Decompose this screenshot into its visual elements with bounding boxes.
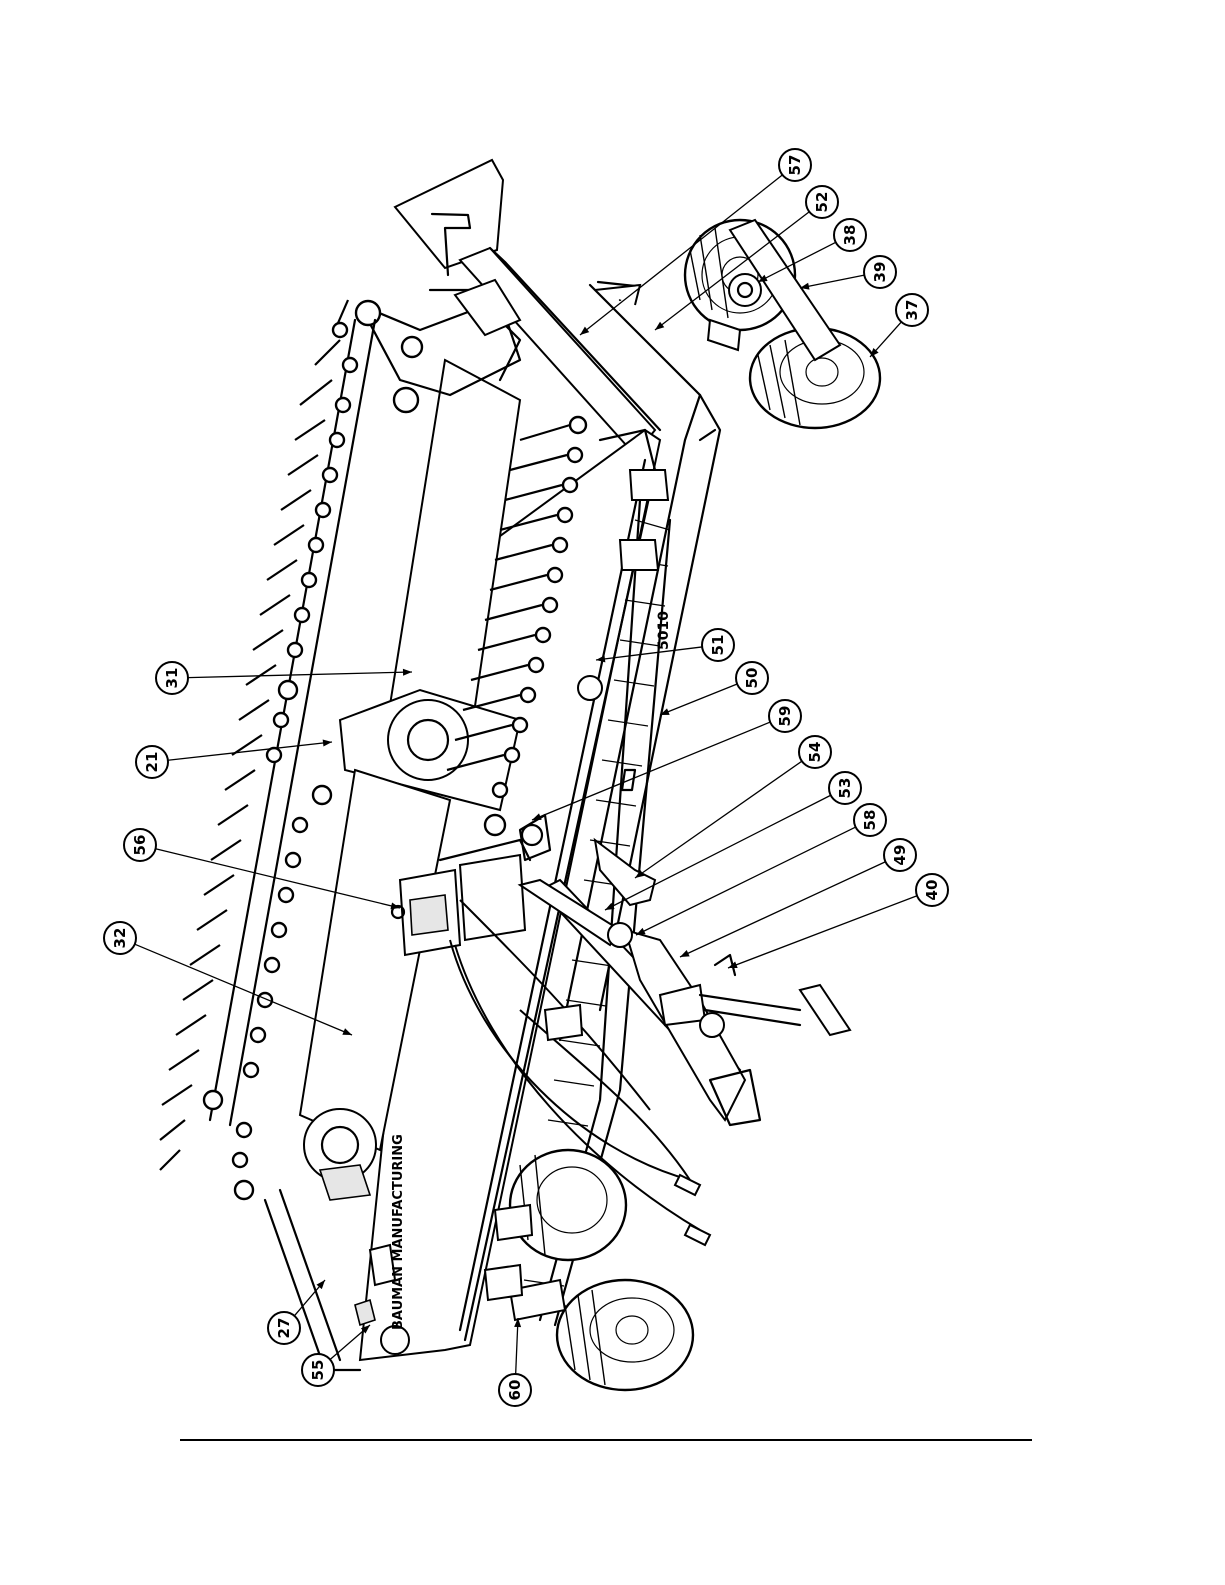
callout-number: 56 [131,835,149,856]
callout-leader [680,862,885,957]
callout-arrowhead [580,327,589,335]
callout-leader [168,742,332,760]
callout-number: 54 [806,742,824,763]
callout-number: 39 [871,262,889,283]
callout-leader [188,672,412,678]
callout-leader [636,827,856,935]
callout-21: 21 [136,740,332,778]
callout-number: 38 [841,225,859,246]
callout-49: 49 [680,839,916,957]
model-label: 5010 [656,611,672,650]
callout-leader [660,684,737,715]
machine-drawing: 5010 [160,160,880,1390]
callout-leader [800,275,864,288]
callout-number: 53 [836,778,854,799]
callout-37: 37 [870,294,928,357]
callout-54: 54 [635,736,831,878]
bottom-wheels [510,1150,693,1390]
callout-number: 49 [891,845,909,866]
callout-40: 40 [728,874,948,968]
brand-decal: BAUMAN MANUFACTURING [391,1134,406,1330]
callout-number: 60 [506,1380,524,1401]
callout-number: 27 [275,1318,293,1339]
callout-number: 51 [709,635,727,656]
callout-number: 52 [813,192,831,213]
callout-number: 58 [861,810,879,831]
callout-arrowhead [680,950,690,957]
callout-number: 31 [163,668,181,689]
callout-leader [635,761,802,878]
callout-58: 58 [636,804,886,935]
callout-number: 50 [743,668,761,689]
callout-arrowhead [323,740,332,747]
callout-arrowhead [655,322,664,330]
callout-number: 59 [776,706,794,727]
callout-leader [605,795,831,910]
callout-39: 39 [800,256,896,290]
callout-arrowhead [636,928,646,935]
callout-number: 57 [786,155,804,176]
callout-number: 55 [309,1360,327,1381]
top-wheels [595,220,880,428]
callout-number: 21 [143,752,161,773]
callout-50: 50 [660,662,768,715]
callout-leader [728,896,917,968]
callout-number: 37 [903,300,921,321]
callout-number: 40 [923,880,941,901]
callout-60: 60 [499,1318,531,1406]
callout-number: 32 [111,928,129,949]
